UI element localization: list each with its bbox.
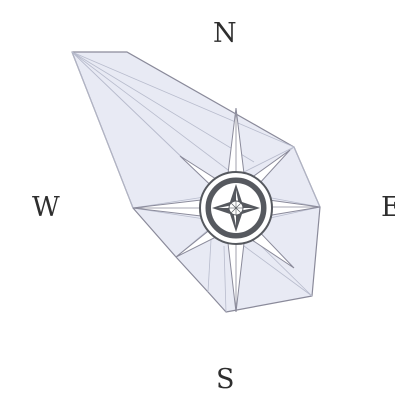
east-label: E — [381, 194, 395, 221]
south-label: S — [216, 366, 235, 393]
outer-kite-shape — [72, 52, 320, 312]
west-label: W — [32, 194, 60, 221]
north-label: N — [213, 20, 237, 47]
compass-rose-center — [200, 172, 272, 244]
